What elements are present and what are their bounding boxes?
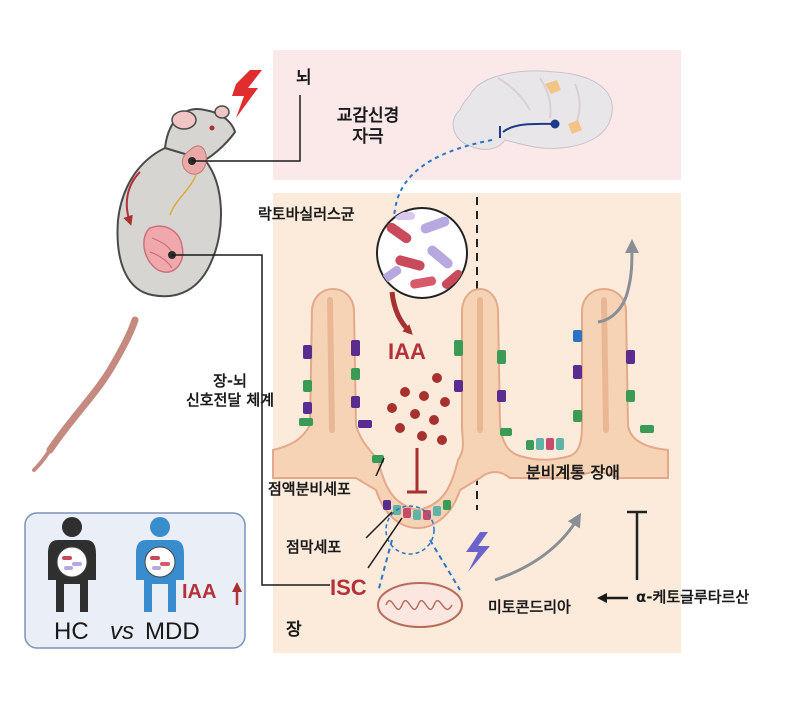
bacteria-to-iaa-arrow (389, 291, 413, 335)
vagus-line-2: 자극 (352, 127, 384, 148)
iaa-patient-label: IAA (182, 581, 217, 603)
gut-brain-axis-label: 장-뇌 신호전달 체계 (170, 372, 290, 410)
mouse-gut-connector (172, 254, 330, 586)
brain-icon (452, 70, 613, 150)
lightning-icon-gut (466, 532, 490, 572)
vs-label: vs (110, 618, 134, 646)
mucosal-pointer (365, 511, 393, 539)
vagus-line-1: 교감신경 (336, 106, 400, 126)
iaa-gut-label: IAA (388, 339, 426, 364)
crypt-cells (383, 500, 451, 520)
secretory-up-arrow (597, 239, 639, 324)
gut-brain-line-1: 장-뇌 (213, 372, 247, 390)
mitochondria-icon (377, 582, 463, 628)
gut-brain-line-2: 신호전달 체계 (185, 390, 275, 409)
mito-to-secretory-arrow (494, 512, 582, 582)
zoom-line-right (429, 539, 461, 591)
secretory-disorder-label: 분비계통 장애 (526, 463, 620, 482)
hc-label: HC (54, 618, 89, 645)
goblet-pointer (375, 457, 385, 477)
mouse-brain-connector (192, 95, 301, 162)
lactobacillus-label: 락토바실러스균 (258, 205, 355, 223)
mucosal-cell-label: 점막세포 (286, 538, 342, 556)
vagus-stimulation-label: 교감신경 자극 (328, 106, 408, 149)
mouse-icon (32, 105, 237, 472)
crypt-highlight (385, 505, 435, 555)
mitochondria-label: 미토콘드리아 (488, 598, 571, 616)
vs-text: vs (110, 618, 134, 645)
mdd-label: MDD (145, 618, 200, 645)
akg-label: α-케토글루타르산 (636, 588, 750, 606)
bacteria-icon (376, 207, 468, 299)
lightning-icon-brain (232, 70, 262, 118)
human-figure-icon-mdd (136, 517, 184, 612)
epithelial-cells (299, 330, 654, 463)
isc-pointer (367, 517, 403, 569)
mouse-curved-arrow (123, 171, 141, 226)
brain-label: 뇌 (296, 68, 312, 88)
isc-label: ISC (330, 575, 367, 600)
human-figure-icon-hc (48, 517, 96, 612)
goblet-cell-label: 점액분비세포 (268, 480, 351, 498)
iaa-molecules (387, 373, 450, 445)
intestinal-villi (272, 288, 669, 530)
gut-label: 장 (286, 620, 302, 640)
